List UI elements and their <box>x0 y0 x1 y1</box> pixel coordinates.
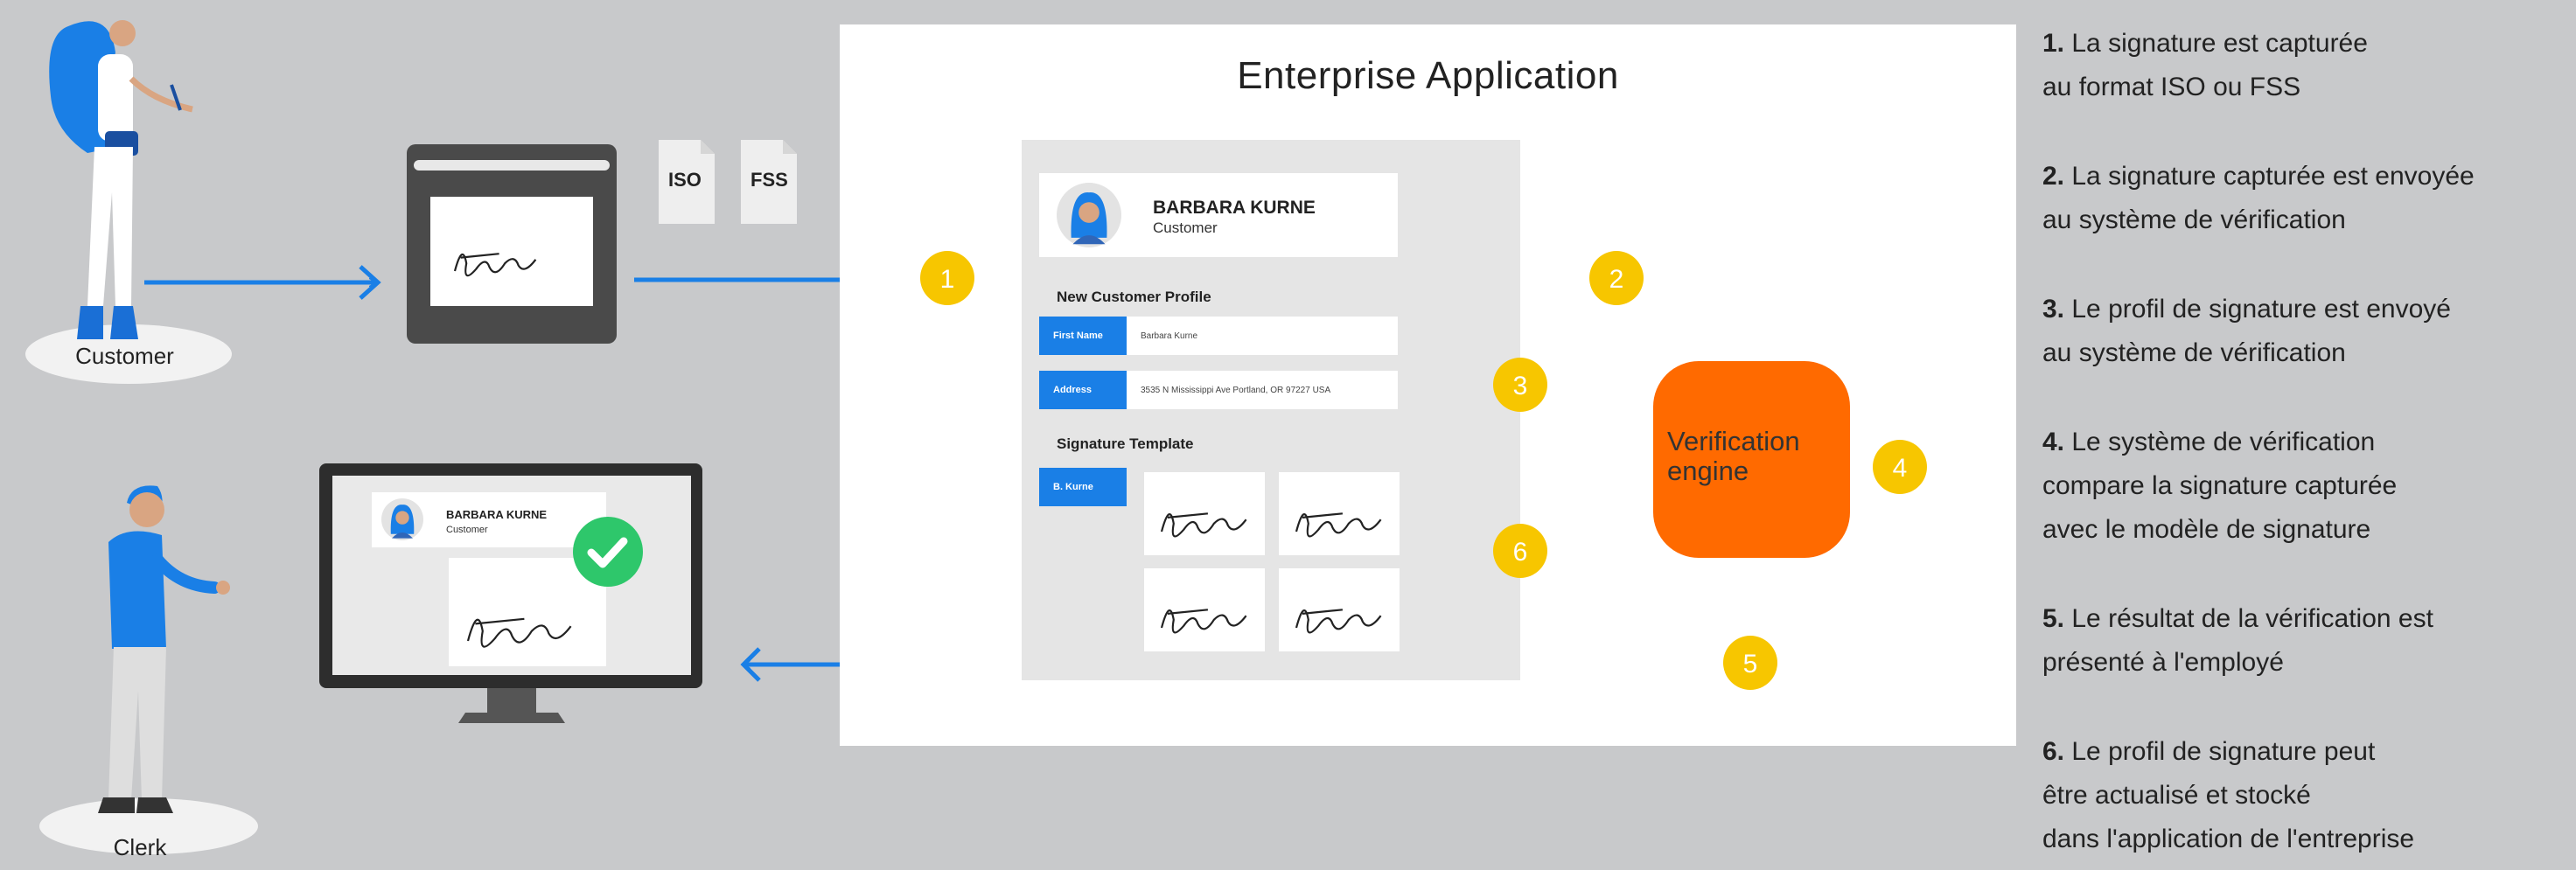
iso-file-icon <box>659 140 715 224</box>
arrowhead-monitor <box>740 647 761 682</box>
iso-format-label: ISO <box>668 169 702 191</box>
customer-label: Customer <box>75 343 174 369</box>
fss-file-icon-fold <box>783 140 797 154</box>
profile-role: Customer <box>1153 219 1218 236</box>
step-3: 3. Le profil de signature est envoyé au … <box>2042 295 2451 367</box>
monitor-neck <box>487 688 536 713</box>
arrowhead-customer <box>359 265 381 300</box>
clerk-shoes <box>98 797 173 813</box>
customer-legs <box>87 147 133 306</box>
fss-file-icon <box>741 140 797 224</box>
signature-pad-screen <box>430 197 593 306</box>
iso-file-icon-fold <box>701 140 715 154</box>
check-badge <box>573 517 643 587</box>
address-field[interactable]: 3535 N Mississippi Ave Portland, OR 9722… <box>1127 371 1398 409</box>
section-signature-template: Signature Template <box>1057 435 1194 452</box>
section-new-customer-profile: New Customer Profile <box>1057 289 1211 305</box>
first-name-label: First Name <box>1039 317 1127 355</box>
fss-format-label: FSS <box>750 169 788 191</box>
clerk-arm <box>151 553 220 594</box>
clerk-shadow <box>39 798 258 854</box>
step-4: 4. Le système de vérification compare la… <box>2042 428 2398 544</box>
first-name-field[interactable]: Barbara Kurne <box>1127 317 1398 355</box>
check-icon <box>587 537 628 568</box>
monitor-profile-card <box>372 492 606 547</box>
clerk-legs <box>108 647 166 800</box>
clerk-face <box>129 492 164 527</box>
verification-engine-label: Verification engine <box>1667 426 1800 486</box>
clerk-torso <box>108 531 166 649</box>
customer-torso <box>98 54 133 142</box>
step-2: 2. La signature capturée est envoyée au … <box>2042 162 2475 234</box>
address-label: Address <box>1039 371 1127 409</box>
verification-engine <box>1653 361 1850 558</box>
step-1: 1. La signature est capturée au format I… <box>2042 29 2368 101</box>
monitor-signature-card <box>449 558 606 666</box>
customer-pen <box>170 84 182 111</box>
app-title: Enterprise Application <box>1237 54 1619 97</box>
step-5: 5. Le résultat de la vérification est pr… <box>2042 604 2433 677</box>
signature-pad-top-bar <box>414 160 610 171</box>
customer-face <box>109 20 136 46</box>
profile-name: BARBARA KURNE <box>1153 198 1316 218</box>
customer-arm <box>129 76 193 113</box>
clerk-label: Clerk <box>113 834 167 860</box>
monitor-signature <box>466 617 572 648</box>
step-6: 6. Le profil de signature peut être actu… <box>2042 737 2415 853</box>
customer-boots <box>77 306 138 339</box>
monitor-stand <box>458 713 565 723</box>
captured-signature <box>453 253 537 277</box>
template-name-label: B. Kurne <box>1039 468 1127 506</box>
clerk-hand <box>216 581 230 595</box>
